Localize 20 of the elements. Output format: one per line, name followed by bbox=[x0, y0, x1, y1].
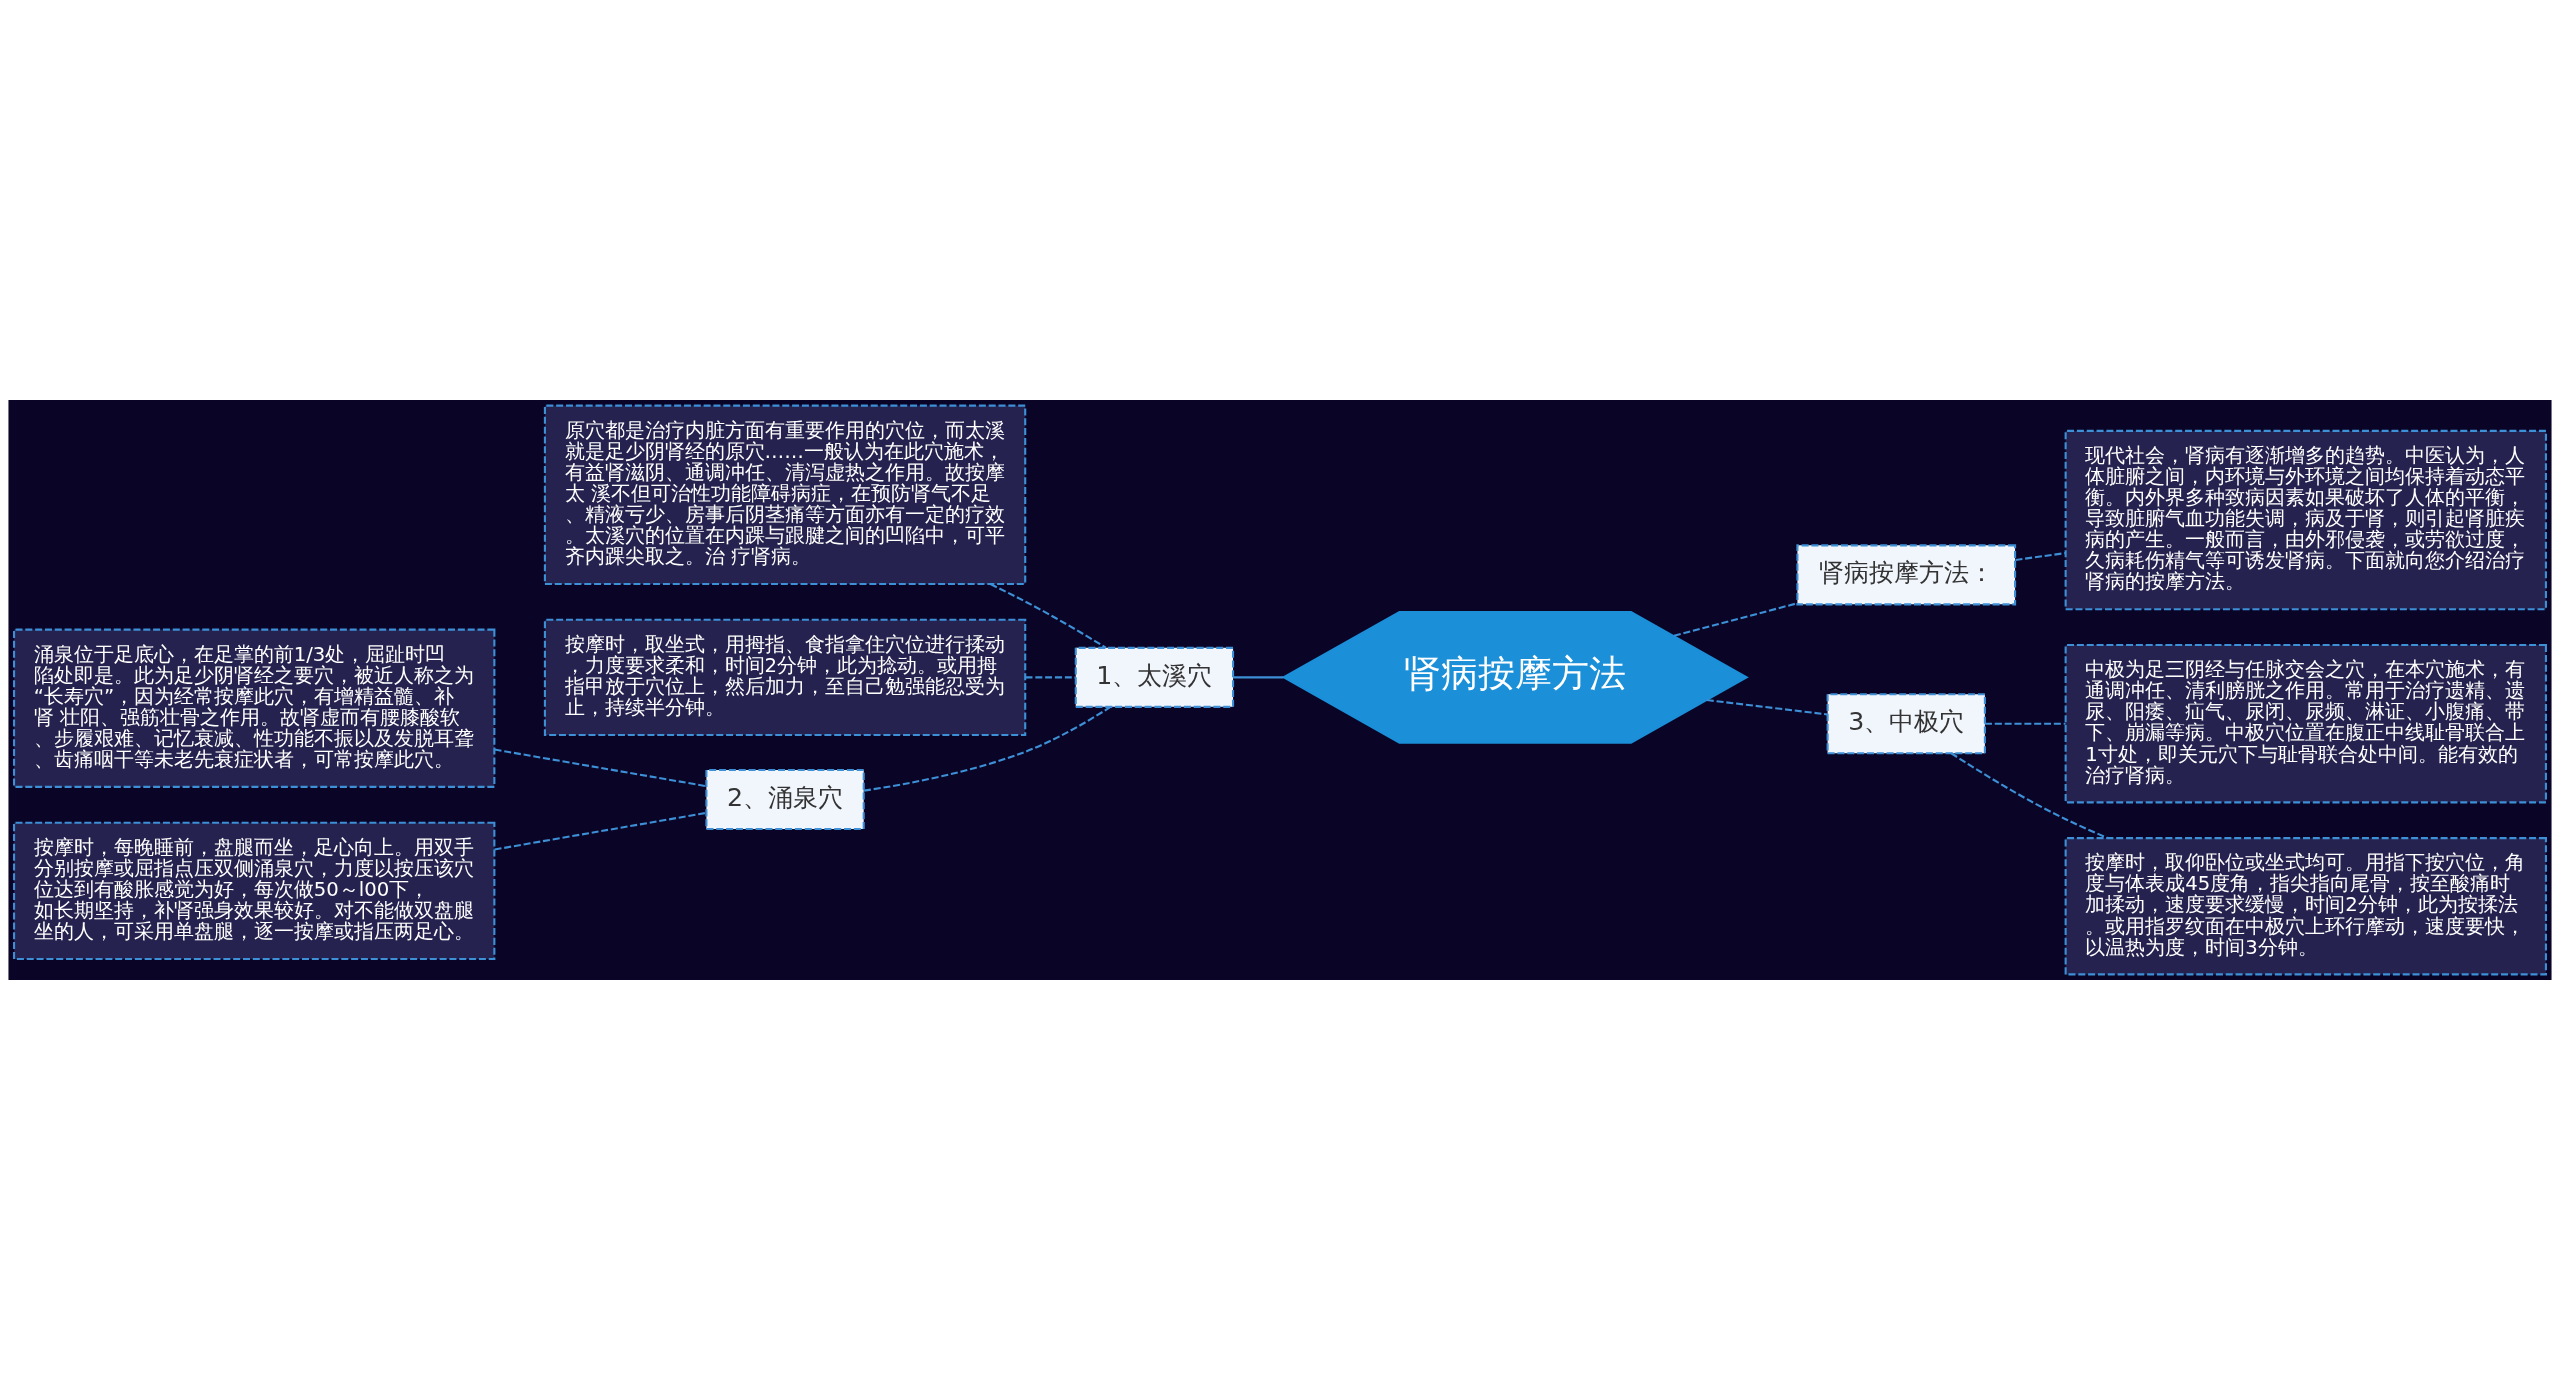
connector bbox=[494, 811, 707, 851]
connector bbox=[989, 582, 1107, 648]
node-box: 现代社会，肾病有逐渐增多的趋势。中医认为，人体脏腑之间，内环境与外环境之间均保持着动态平衡。内外界多种致病因素如果破坏了人体的平衡，导致脏腑气血功能失调，病及于肾，则引起肾脏疾病的产生。一般而言，由外邪侵袭，或劳欲过度，久病耗伤精气等可诱发肾病。下面就向您介绍治疗肾病的按摩方法。 bbox=[2064, 429, 2547, 610]
connector bbox=[2015, 551, 2066, 561]
node-box: 按摩时，每晚睡前，盘腿而坐，足心向上。用双手分别按摩或屈指点压双侧涌泉穴，力度以按压该穴位达到有酸胀感觉为好，每次做50～l00下，如长期坚持，补肾强身效果较好。对不能做双盘腿坐的人，可采用单盘腿，逐一按摩或指压两足心。 bbox=[13, 821, 496, 960]
node-box: 涌泉位于足底心，在足掌的前1/3处，屈趾时凹陷处即是。此为足少阴肾经之要穴，被近人称之为“长寿穴”，因为经常按摩此穴，有增精益髓、补肾 壮阳、强筋壮骨之作用。故肾虚而有腰膝酸软、步履艰难、记忆衰减、性功能不振以及发脱耳聋、齿痛咽干等未老先衰症状者，可常按摩此穴。 bbox=[13, 628, 496, 788]
node-box: 按摩时，取坐式，用拇指、食指拿住穴位进行揉动，力度要求柔和，时间2分钟，此为捻动。或用拇指甲放于穴位上，然后加力，至自己勉强能忍受为止，持续半分钟。 bbox=[543, 618, 1027, 736]
connector bbox=[1673, 601, 1798, 637]
node-box: 中极为足三阴经与任脉交会之穴，在本穴施术，有通调冲任、清利膀胱之作用。常用于治疗遗精、遗尿、阳痿、疝气、尿闭、尿频、淋证、小腹痛、带下、崩漏等病。中极穴位置在腹正中线耻骨联合上1寸处，即关元穴下与耻骨联合处中间。能有效的治疗肾病。 bbox=[2064, 643, 2547, 803]
node-box: 3、中极穴 bbox=[1826, 692, 1986, 754]
connector bbox=[863, 705, 1111, 792]
node-box: 2、涌泉穴 bbox=[705, 768, 865, 830]
node-box: 原穴都是治疗内脏方面有重要作用的穴位，而太溪就是足少阴肾经的原穴……一般认为在此穴施术，有益肾滋阴、通调冲任、清泻虚热之作用。故按摩太 溪不但可治性功能障碍病症，在预防肾气不足、精液亏少、房事后阴茎痛等方面亦有一定的疗效。太溪穴的位置在内踝与跟腱之间的凹陷中，可平齐内踝尖取之。治 疗肾病。 bbox=[543, 404, 1027, 585]
node-box: 按摩时，取仰卧位或坐式均可。用指下按穴位，角度与体表成45度角，指尖指向尾骨，按至酸痛时加揉动，速度要求缓慢，时间2分钟，此为按揉法。或用指罗纹面在中极穴上环行摩动，速度要快，以温热为度，时间3分钟。 bbox=[2064, 836, 2547, 975]
node-box: 1、太溪穴 bbox=[1074, 646, 1235, 708]
connector bbox=[1706, 698, 1828, 715]
connector bbox=[1233, 675, 1284, 678]
node-box: 肾病按摩方法： bbox=[1796, 543, 2017, 605]
connector bbox=[494, 748, 707, 787]
connector bbox=[1985, 722, 2066, 725]
